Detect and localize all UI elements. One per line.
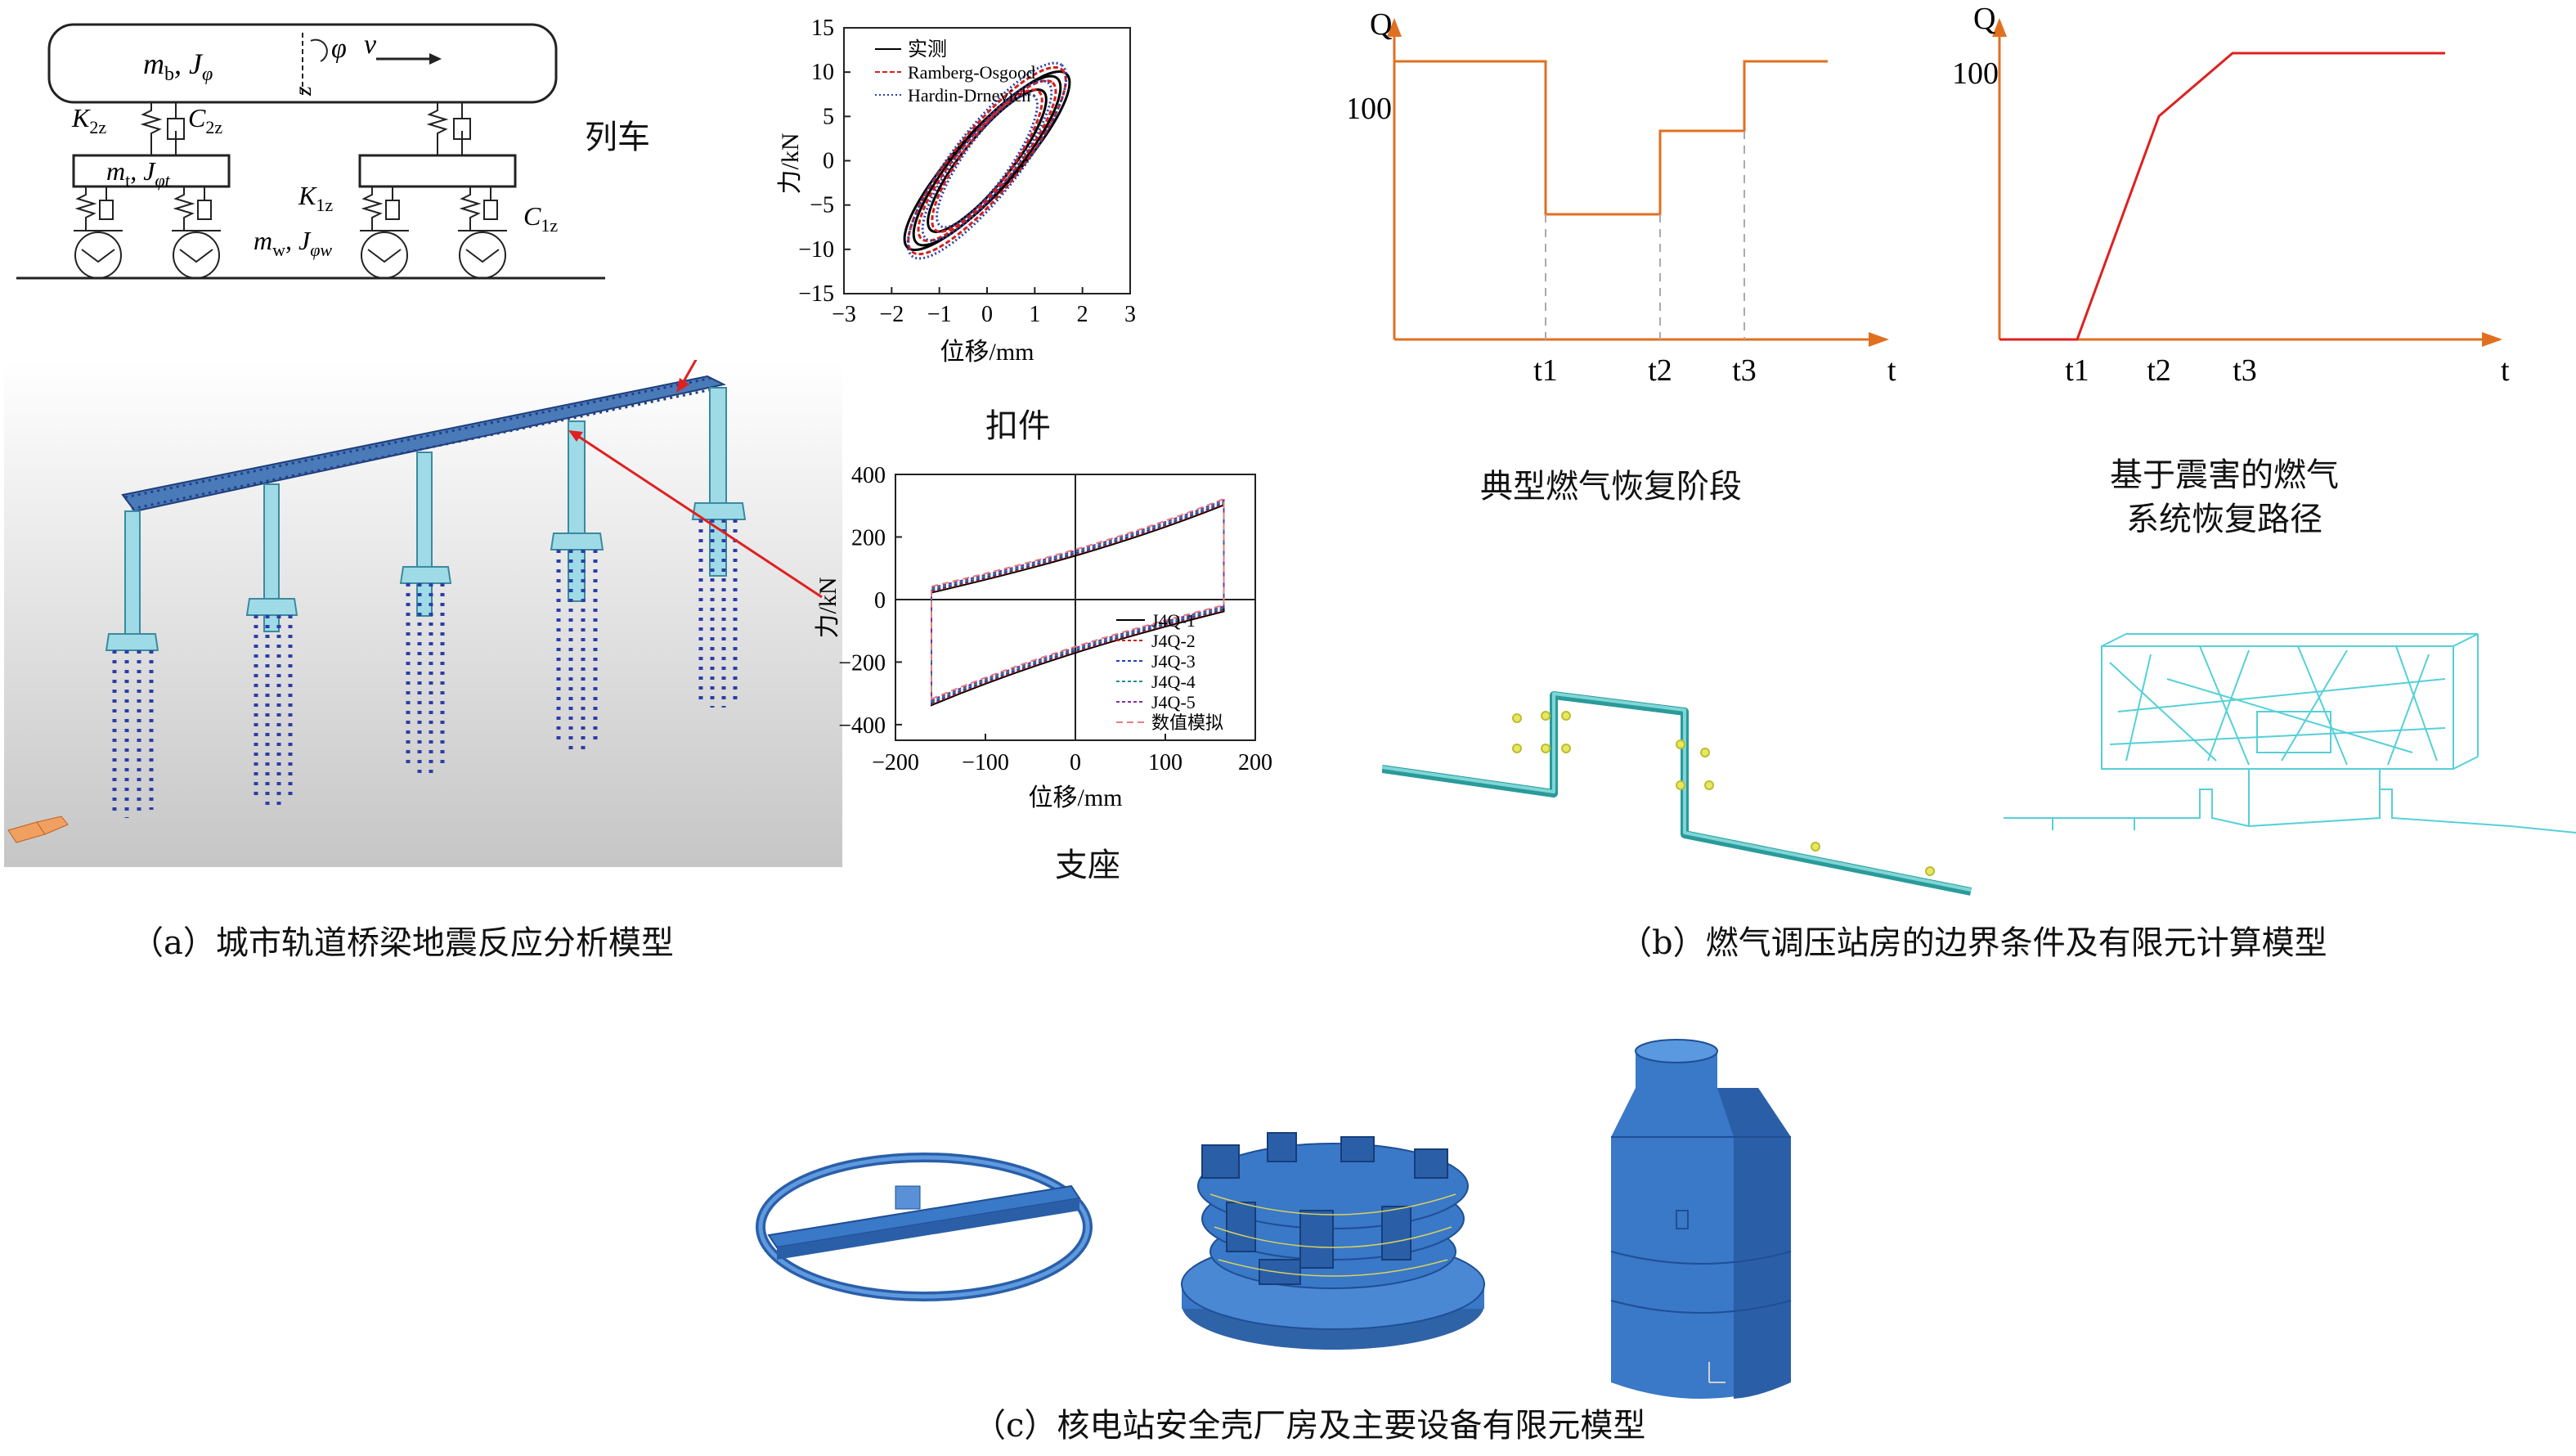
fastener-ytick-label: −10 xyxy=(798,237,834,263)
reactor-internals-model xyxy=(1181,1132,1485,1350)
bearing-xlabel: 位移/mm xyxy=(1028,784,1122,811)
vertical-axis-label: z xyxy=(289,86,316,97)
fastener-hysteresis-loop xyxy=(912,74,1062,247)
fastener-legend-measured: 实测 xyxy=(908,38,947,61)
bearing-legend-label: J4Q-4 xyxy=(1151,672,1196,692)
fastener-ylabel: 力/kN xyxy=(777,133,804,195)
fastener-xtick-label: 3 xyxy=(1124,302,1136,327)
fastener-hysteresis-loop xyxy=(907,65,1067,256)
fastener-ytick-label: 15 xyxy=(811,16,834,41)
fastener-xtick-label: 1 xyxy=(1029,302,1040,327)
primary-damper-label: C1z xyxy=(523,201,558,236)
rotation-label: φ xyxy=(331,34,347,64)
bearing-legend-label: J4Q-2 xyxy=(1151,631,1196,651)
q-axis-label-right: Q xyxy=(1973,2,1995,36)
pipeline-boundary-model xyxy=(1382,691,1972,896)
bearing-legend-label: 数值模拟 xyxy=(1151,712,1223,733)
fastener-xtick-label: 2 xyxy=(1077,302,1088,327)
fastener-hysteresis-loop xyxy=(936,92,1039,229)
bearing-xtick-label: −200 xyxy=(872,750,919,775)
step-xtick-label: t2 xyxy=(1648,353,1672,388)
containment-vessel-model xyxy=(1610,1039,1792,1399)
right-chart-title-line1: 基于震害的燃气 xyxy=(2110,456,2339,494)
panel-b: Q t 100 t1 t2 t3 典型燃气恢复阶段 Q t 100 t1 t2 t3 基… xyxy=(1349,0,2576,965)
bearing-label: 支座 xyxy=(1055,847,1120,884)
panel-a-caption: （a）城市轨道桥梁地震反应分析模型 xyxy=(131,924,674,962)
bearing-xtick-label: 100 xyxy=(1148,750,1183,775)
fastener-legend: 实测 Ramberg-Osgood Hardin-Drnevich xyxy=(875,38,1035,106)
bearing-ylabel: 力/kN xyxy=(815,577,841,639)
fastener-hysteresis-loop xyxy=(906,61,1068,260)
train-schematic: mb, Jφ φ z v K2z C2z mt, Jφt xyxy=(16,23,605,280)
fastener-ytick-label: 10 xyxy=(811,60,834,85)
panel-c-caption: （c）核电站安全壳厂房及主要设备有限元模型 xyxy=(973,1407,1646,1445)
panel-b-caption: （b）燃气调压站房的边界条件及有限元计算模型 xyxy=(1619,924,2327,962)
fastener-xtick-label: −1 xyxy=(927,302,952,327)
primary-spring-label: K1z xyxy=(298,181,333,215)
q100-tick: 100 xyxy=(1349,92,1392,126)
fastener-ytick-label: 5 xyxy=(823,104,834,129)
fastener-label: 扣件 xyxy=(985,407,1051,445)
fastener-hysteresis-loop xyxy=(903,70,1071,252)
step-xtick-label: t1 xyxy=(1533,353,1558,388)
train-label: 列车 xyxy=(585,119,650,156)
fastener-ytick-label: −5 xyxy=(810,193,834,218)
bearing-xtick-label: 0 xyxy=(1070,750,1081,775)
car-body-mass-label: mb, Jφ xyxy=(143,47,213,85)
bearing-legend-label: J4Q-5 xyxy=(1151,692,1196,712)
bearing-legend-label: J4Q-3 xyxy=(1151,651,1196,672)
bearing-hysteresis-loop xyxy=(931,497,1225,701)
bearing-ytick-label: 400 xyxy=(851,463,886,488)
path-xtick-label: t1 xyxy=(2065,353,2089,388)
recovery-path-chart: Q t 100 t1 t2 t3 xyxy=(1954,2,2510,388)
q100-tick-right: 100 xyxy=(1954,56,1999,91)
fastener-hysteresis-loop xyxy=(921,79,1053,242)
fastener-xlabel: 位移/mm xyxy=(940,339,1034,366)
fastener-ytick-label: −15 xyxy=(798,281,834,307)
bearing-legend-label: J4Q-1 xyxy=(1151,610,1196,631)
wheelset-mass-label: mw, Jφw xyxy=(254,226,332,260)
polar-crane-model xyxy=(756,1153,1093,1301)
q-axis-label: Q xyxy=(1370,7,1392,42)
panel-c: （c）核电站安全壳厂房及主要设备有限元模型 xyxy=(0,1022,2576,1456)
bearing-ytick-label: −400 xyxy=(838,713,886,739)
recovery-path-line xyxy=(1999,52,2445,341)
path-xtick-label: t3 xyxy=(2233,353,2257,388)
fastener-hysteresis-loop xyxy=(917,79,1057,242)
path-xtick-label: t2 xyxy=(2147,353,2171,388)
station-wireframe-model xyxy=(2004,633,2576,834)
left-chart-title: 典型燃气恢复阶段 xyxy=(1480,468,1742,506)
fastener-ytick-label: 0 xyxy=(823,149,834,174)
bearing-ytick-label: 0 xyxy=(874,588,886,613)
recovery-step-line xyxy=(1394,60,1828,216)
bridge-fe-model xyxy=(7,310,823,843)
step-xtick-label: t3 xyxy=(1732,353,1757,388)
bearing-hysteresis-loop xyxy=(931,498,1225,702)
secondary-spring-label: K2z xyxy=(71,103,106,137)
t-axis-label-right: t xyxy=(2501,353,2510,388)
panel-a: mb, Jφ φ z v K2z C2z mt, Jφt xyxy=(0,0,1308,965)
fastener-xtick-label: −2 xyxy=(879,302,904,327)
bearing-ytick-label: −200 xyxy=(838,650,886,676)
bearing-xtick-label: 200 xyxy=(1238,750,1272,775)
gas-recovery-stage-chart: Q t 100 t1 t2 t3 xyxy=(1349,7,1896,388)
bearing-ytick-label: 200 xyxy=(851,525,886,550)
bridge-model-viewport xyxy=(4,310,842,867)
velocity-label: v xyxy=(364,29,377,60)
right-chart-title-line2: 系统恢复路径 xyxy=(2126,501,2322,538)
fastener-xtick-label: −3 xyxy=(832,302,856,327)
secondary-damper-label: C2z xyxy=(188,103,222,137)
bearing-xtick-label: −100 xyxy=(962,750,1009,775)
fastener-xtick-label: 0 xyxy=(981,302,993,327)
fastener-legend-hd: Hardin-Drnevich xyxy=(908,85,1030,106)
t-axis-label: t xyxy=(1887,353,1896,388)
fastener-legend-ro: Ramberg-Osgood xyxy=(908,62,1035,83)
